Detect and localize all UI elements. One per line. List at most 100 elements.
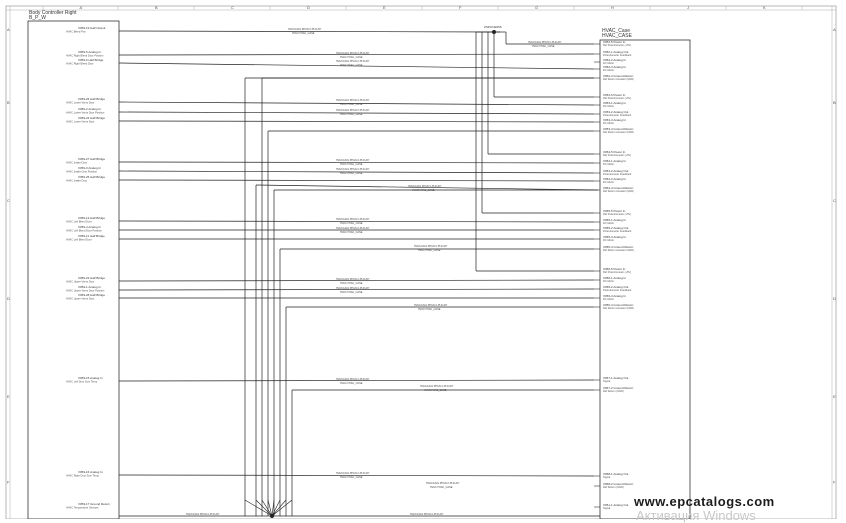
grid-ticks [42, 6, 803, 10]
left-pin-label: X059-28 Half Bridge [78, 293, 105, 297]
left-pin-label: X059-16 Analog In [78, 470, 103, 474]
wire-label-top: HVACCA01 PPGN 0.35 FLRY [528, 41, 562, 44]
grid-row-label-right: F [833, 480, 836, 485]
wires [118, 30, 599, 516]
wire-label-bottom: HVAC HVAC_CASE [424, 389, 447, 392]
left-pin-label: X059-4 Analog In [78, 225, 101, 229]
wire-segment [118, 170, 595, 174]
bundle-wire [261, 499, 273, 517]
right-pin-sublabel: Ref Potentiometer (+5V) [603, 43, 631, 47]
bundle-wire [244, 499, 273, 517]
right-pin-sublabel: Ref Return Actuator (GND) [603, 130, 634, 134]
wire-label-bottom: HVAC HVAC_CASE [292, 32, 315, 35]
right-pin-label: X054-2 Analog Out [603, 169, 629, 173]
left-pin-label: X059-27 Half Bridge [78, 157, 105, 161]
right-pin-sublabel: Ref Return (GND) [603, 389, 624, 393]
right-pin-label: X052-4 Ground Return [603, 74, 634, 78]
wire-label-top: HVACCA01 PPGN 0.35 FLRY [336, 378, 370, 381]
wire-label-bottom: HVAC HVAC_CASE [532, 45, 555, 48]
right-pin-sublabel: DC Motor [603, 61, 614, 65]
left-pin-label: X059-19 Half Output [78, 26, 106, 30]
wire-label-top: HVACCA01 PPGN 0.35 FLRY [336, 99, 370, 102]
left-pin-sublabel: HVAC Left Blend Door [66, 219, 92, 223]
left-pin-label: X059-11 Half Bridge [78, 234, 105, 238]
grid-row-label-left: A [7, 27, 10, 32]
right-pin-sublabel: Signal [603, 379, 611, 383]
right-pin-label: X055-5 Power In [603, 209, 626, 213]
right-pin-label: X056-3 Analog In [603, 294, 626, 298]
left-pin-label: X059-5 Analog In [78, 50, 101, 54]
right-pin-label: X055-2 Analog Out [603, 226, 629, 230]
wire-label-bottom: HVAC HVAC_CASE [340, 172, 363, 175]
left-pin-label: X059-1 Analog In [78, 285, 101, 289]
right-pin-label: X057-2 Ground Return [603, 386, 634, 390]
bundle-wire [255, 499, 273, 517]
right-pin-label: X053-4 Ground Return [603, 127, 634, 131]
left-pin-label: X059-24 Half Bridge [78, 116, 105, 120]
wire-segment [118, 30, 495, 33]
right-pin-label: X056-2 Analog Out [603, 285, 629, 289]
right-pin-sublabel: DC Motor [603, 68, 614, 72]
left-pin-sublabel: HVAC Intake Door [66, 160, 87, 164]
right-pin-sublabel: Ref Potentiometer (+5V) [603, 212, 631, 216]
wire-label-bottom: HVAC HVAC_CASE [340, 222, 363, 225]
wire-segment [118, 101, 595, 106]
wire-label-bottom: HVAC HVAC_CASE [340, 64, 363, 67]
right-pin-label: X055-3 Analog In [603, 235, 626, 239]
right-pin-label: X055-1 Analog In [603, 218, 626, 222]
right-pin-label: X054-5 Power In [603, 150, 626, 154]
right-pin-label: X051-1 Analog Out [603, 503, 629, 507]
wire-segment [118, 220, 595, 223]
grid-column-label: A [80, 5, 83, 10]
wire-label-top: HVACCA01 PPGN 0.35 FLRY [336, 227, 370, 230]
right-pin-label: X058-1 Analog Out [603, 472, 629, 476]
bundle-wire [271, 499, 287, 517]
wire-segment [118, 288, 595, 291]
right-pin-label: X052-2 Analog In [603, 58, 626, 62]
right-pin-sublabel: Potentiometer Feedback [603, 288, 632, 292]
wire-label-bottom: HVAC HVAC_CASE [340, 103, 363, 106]
wire-label-top: HVACCA01 PPGN 0.35 FLRY [336, 168, 370, 171]
grid-row-label-left: E [7, 394, 10, 399]
left-pin-label: X059-23 Half Bridge [78, 276, 105, 280]
left-pin-label: X059-2 Analog In [78, 107, 101, 111]
wire-label-top: HVACCA01 PPGN 0.35 FLRY [336, 109, 370, 112]
right-module-subtitle: HVAC_CASE [602, 33, 633, 39]
right-pin-sublabel: DC Motor [603, 221, 614, 225]
right-pin-sublabel: DC Motor [603, 238, 614, 242]
grid-row-label-left: D [7, 296, 10, 301]
wire-segment [118, 62, 595, 70]
wire-label-top: HVACCA01 PPGN 0.35 FLRY [414, 245, 448, 248]
bundle-wire [267, 499, 273, 517]
wire-label-bottom: HVAC HVAC_CASE [340, 291, 363, 294]
right-pin-label: X055-4 Ground Return [603, 245, 634, 249]
wire-label-bottom: HVAC HVAC_CASE [430, 486, 453, 489]
left-pin-label: X059-3 Analog In [78, 166, 101, 170]
left-pin-label: X059-26 Half Bridge [78, 97, 105, 101]
right-pin-label: X054-4 Ground Return [603, 186, 634, 190]
wire-label-top: HVACCA01 PPGN 0.35 FLRY [426, 482, 460, 485]
wire-segment [118, 111, 595, 115]
wire-label-top: HVACCA01 PPGN 0.35 FLRY [336, 60, 370, 63]
wire-label-top: HVACCA01 PPGN 0.35 FLRY [414, 304, 448, 307]
right-pin-sublabel: Potentiometer Feedback [603, 172, 632, 176]
left-pin-label: X059-15 Analog In [78, 376, 103, 380]
right-pin-sublabel: Ref Potentiometer (+5V) [603, 96, 631, 100]
grid-column-label: F [459, 5, 462, 10]
grid-row-label-left: F [7, 480, 10, 485]
wire-segment [118, 53, 595, 56]
right-pin-label: X052-5 Power In [603, 40, 626, 44]
grid-row-label-left: C [7, 198, 10, 203]
wire-label-bottom: HVAC HVAC_CASE [340, 231, 363, 234]
bundle-wire [271, 499, 281, 517]
wire-segment [118, 179, 595, 182]
bottom-splice-dot [270, 514, 274, 518]
grid-column-label: H [611, 5, 614, 10]
wire-label-bottom: HVAC HVAC_CASE [418, 249, 441, 252]
top-splice-label: ZSPLICE056 [484, 25, 502, 29]
wire-segment [118, 120, 595, 123]
